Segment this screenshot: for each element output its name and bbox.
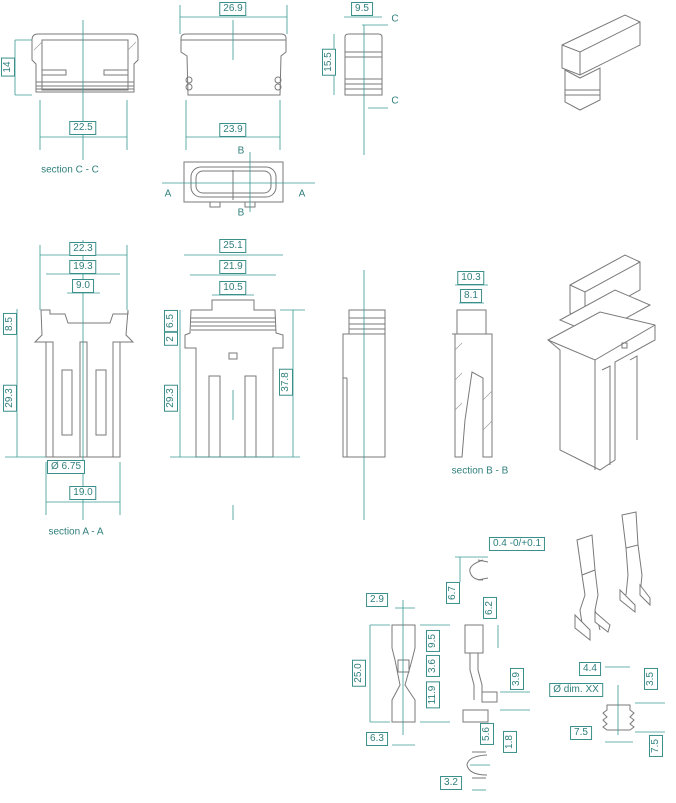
cut-b-top: B [237,145,245,157]
section-cc-label: section C - C [41,164,99,176]
dim-length: 25.0 [352,659,366,687]
cap-plan-view [162,152,315,212]
dim-cc-height: 14 [1,57,15,77]
dim-base-height: 1.8 [503,731,517,753]
dim-seal-body-height: 7.5 [649,735,663,757]
dim-seg3: 11.9 [426,681,440,709]
dim-cap-top-width: 26.9 [219,2,247,16]
cap-side-view [333,16,388,155]
terminal-side-view [462,624,530,723]
housing-3d-view [547,254,656,471]
dim-bb-w2: 8.1 [460,289,482,303]
dim-front-h3: 29.3 [164,384,178,412]
dim-aa-h1: 8.5 [3,313,17,335]
dim-side-height: 15.5 [322,48,336,76]
section-aa-label: section A - A [48,526,104,538]
dim-seal-body-width: 7.5 [570,726,592,740]
terminals-3d-view [574,511,651,642]
dim-crimp-width: 3.2 [440,776,462,790]
dim-front-h2: 2 [164,332,178,346]
housing-side-view [342,270,386,520]
dim-seal-top-width: 4.4 [579,662,601,676]
section-bb-view [452,284,493,458]
cap-3d-view [561,14,641,111]
dim-step: 3.9 [510,668,524,690]
dim-front-w2: 21.9 [219,260,247,274]
section-aa-view [5,240,135,520]
cut-c-bottom: C [391,95,399,107]
dim-clip-height: 6.7 [446,582,460,604]
dim-seg1: 9.5 [426,630,440,652]
cut-c-top: C [391,13,399,25]
seal-view [602,666,665,743]
dim-aa-w1: 22.3 [69,242,97,256]
dim-aa-w3: 9.0 [72,279,94,293]
terminal-clip-bottom [466,751,490,791]
dim-front-total: 37.8 [279,368,293,396]
dim-top-side-height: 6.2 [483,597,497,619]
dim-front-w1: 25.1 [219,239,247,253]
cut-a-right: A [298,188,306,200]
dim-seg2: 3.6 [426,655,440,677]
dim-aa-w2: 19.3 [69,260,97,274]
terminal-clip-top [455,556,489,582]
dim-aa-h2: 29.3 [3,384,17,412]
dim-front-w3: 10.5 [219,281,247,295]
dim-aa-diameter: Ø 6.75 [46,460,86,474]
section-bb-label: section B - B [451,465,509,477]
cap-front-view [179,5,288,150]
cut-b-bottom: B [237,207,245,219]
dim-bottom-width: 6.3 [366,732,388,746]
dim-side-width: 9.5 [351,2,373,16]
dim-crimp-height: 5.6 [480,723,494,745]
housing-front-view [170,254,305,520]
dim-seal-top-height: 3.5 [644,668,658,690]
dim-seal-diameter: Ø dim. XX [549,683,603,697]
dim-tolerance: 0.4 -0/+0.1 [488,537,546,551]
dim-cap-bottom-width: 23.9 [219,123,247,137]
terminal-front-view [369,600,450,746]
dim-top-width: 2.9 [366,593,388,607]
dim-front-h1: 6.5 [164,310,178,332]
cut-a-left: A [164,188,172,200]
section-cc-view [14,20,139,160]
dim-bb-w1: 10.3 [457,271,485,285]
dim-aa-bottom-width: 19.0 [69,486,97,500]
dim-cc-width: 22.5 [69,121,97,135]
